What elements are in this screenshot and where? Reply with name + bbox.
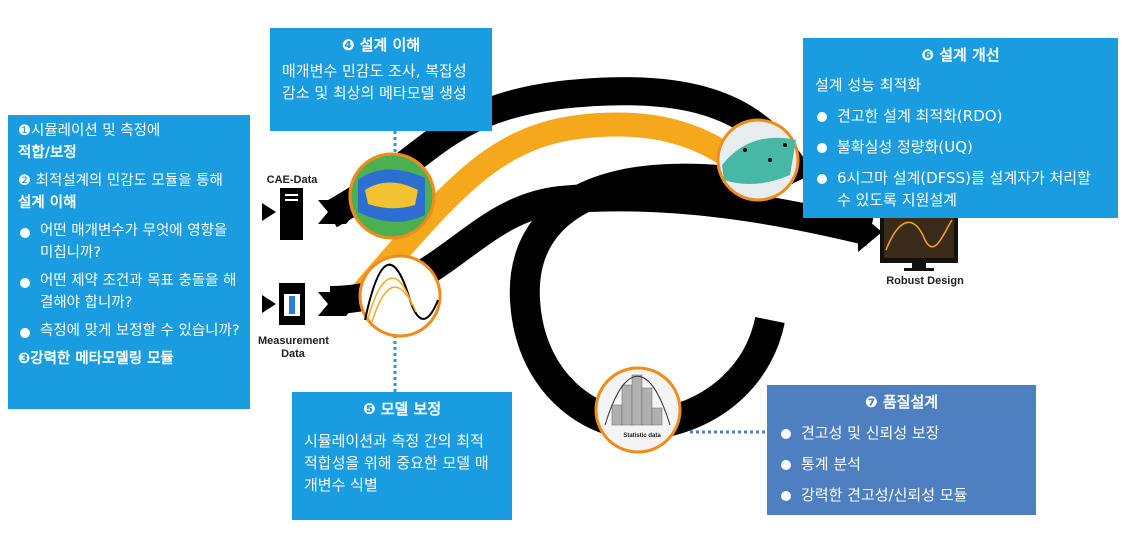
step-1: ❶시뮬레이션 및 측정에 적합/보정 [18,120,240,164]
cae-data-label: CAE-Data [266,174,318,186]
design-understanding-box: ❹ 설계 이해 매개변수 민감도 조사, 복잡성 감소 및 최상의 메타모델 생… [270,28,492,131]
robust-design-label: Robust Design [886,275,964,287]
step-2: ❷ 최적설계의 민감도 모듈을 통해 설계 이해 [18,170,240,214]
statistic-histogram-circle [594,366,682,454]
left-bullet-item: 측정에 맞게 보정할 수 있습니까? [18,320,240,342]
design-improvement-box: ❻ 설계 개선 설계 성능 최적화 견고한 설계 최적화(RDO) 불확실성 정… [803,38,1118,218]
box5-title: ❺ 모델 보정 [362,400,442,418]
cae-track-arrow-icon [318,200,356,224]
box7-title: ❼ 품질설계 [864,393,939,411]
box7-bullet-item: 견고성 및 신뢰성 보장 [779,422,1024,444]
measurement-track-arrow-icon [318,292,356,316]
box6-bullet-item: 6시그마 설계(DFSS)를 설계자가 처리할 수 있도록 지원설계 [815,167,1106,211]
step-3: ❸강력한 메타모델링 모듈 [18,351,174,367]
left-bullet-item: 어떤 매개변수가 무엇에 영향을 미칩니까? [18,220,240,264]
track-arrow-icon [858,212,882,252]
box6-bullet-item: 불확실성 정량화(UQ) [815,136,1106,158]
box7-bullet-item: 강력한 견고성/신뢰성 모듈 [779,484,1024,506]
model-calibration-box: ❺ 모델 보정 시뮬레이션과 측정 간의 최적 적합성을 위해 중요한 모델 매… [292,392,512,520]
step-2-bold: 설계 이해 [18,195,77,211]
left-bullet-item: 어떤 제약 조건과 목표 충돌을 해결해야 합니까? [18,270,240,314]
box6-title: ❻ 설계 개선 [921,46,1000,64]
cae-arrow-icon [262,203,276,221]
left-steps-panel: ❶시뮬레이션 및 측정에 적합/보정 ❷ 최적설계의 민감도 모듈을 통해 설계… [8,115,250,409]
box4-title: ❹ 설계 이해 [341,36,421,54]
measurement-curves-circle [358,254,442,338]
measurement-arrow-icon [262,295,276,313]
statistic-data-label: Statistic data [623,433,661,439]
box6-bullet-list: 견고한 설계 최적화(RDO) 불확실성 정량화(UQ) 6시그마 설계(DFS… [815,105,1106,211]
box6-bullet-item: 견고한 설계 최적화(RDO) [815,105,1106,127]
step-1-bold: 적합/보정 [18,145,77,161]
box7-bullet-list: 견고성 및 신뢰성 보장 통계 분석 강력한 견고성/신뢰성 모듈 [779,422,1024,506]
design-surface-circle [716,118,800,202]
step-2-text: ❷ 최적설계의 민감도 모듈을 통해 [18,173,223,189]
box6-subtitle: 설계 성능 최적화 [815,76,922,94]
step-1-text: ❶시뮬레이션 및 측정에 [18,123,161,139]
quality-design-box: ❼ 품질설계 견고성 및 신뢰성 보장 통계 분석 강력한 견고성/신뢰성 모듈 [767,385,1036,515]
cae-map-circle [348,152,436,240]
box7-bullet-item: 통계 분석 [779,453,1024,475]
measurement-data-label: Measurement Data [258,335,329,360]
box4-body: 매개변수 민감도 조사, 복잡성 감소 및 최상의 메타모델 생성 [282,62,467,102]
left-bullet-list: 어떤 매개변수가 무엇에 영향을 미칩니까? 어떤 제약 조건과 목표 충돌을 … [18,220,240,342]
box5-body: 시뮬레이션과 측정 간의 최적 적합성을 위해 중요한 모델 매개변수 식별 [304,432,489,494]
